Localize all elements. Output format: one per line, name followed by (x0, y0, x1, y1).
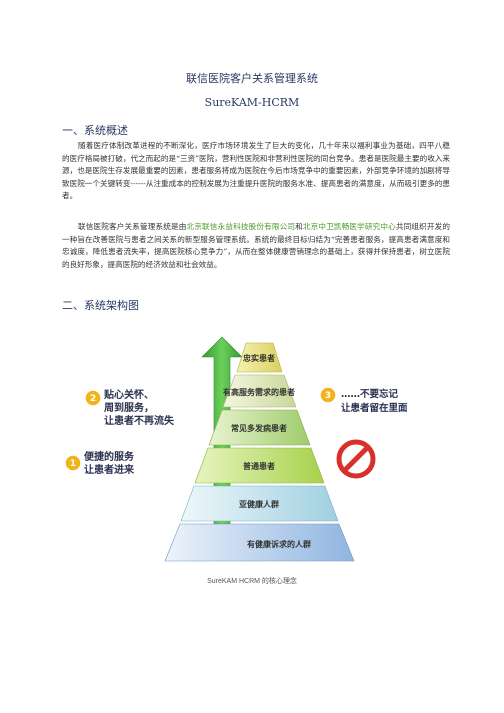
section2-heading: 二、系统架构图 (62, 299, 139, 312)
document-title: 联信医院客户关系管理系统 (186, 72, 318, 85)
svg-text:有健康诉求的人群: 有健康诉求的人群 (247, 539, 311, 549)
pyramid-level-6: 有健康诉求的人群 (164, 523, 355, 562)
svg-text:1: 1 (70, 459, 76, 469)
callout-3: 3 ……不要忘记 让患者留在里面 (319, 386, 408, 414)
prohibit-sign-icon (336, 439, 376, 479)
svg-text:忠实患者: 忠实患者 (243, 353, 275, 363)
callout-2: 2 贴心关怀、 周到服务， 让患者不再流失 (84, 388, 175, 427)
section1-paragraph-1: 随着医疗体制改革进程的不断深化，医疗市场环境发生了巨大的变化，几十年来以福利事业… (62, 141, 450, 201)
svg-text:亚健康人群: 亚健康人群 (239, 499, 279, 509)
document-subtitle: SureKAM-HCRM (204, 96, 300, 109)
svg-text:让患者进来: 让患者进来 (84, 463, 135, 476)
section1-paragraph-2: 联信医院客户关系管理系统是由北京联信永益科技股份有限公司和北京中卫凯畅医学研究中… (62, 221, 450, 271)
pyramid-level-2: 有高服务需求的患者 (222, 374, 297, 408)
para2-mid: 和 (295, 222, 303, 231)
company-link-zhongwei[interactable]: 北京中卫凯畅医学研究中心 (302, 222, 396, 231)
number-badge-icon (319, 386, 337, 404)
section1-heading: 一、系统概述 (62, 124, 128, 137)
svg-text:3: 3 (325, 391, 331, 401)
company-link-linkage[interactable]: 北京联信永益科技股份有限公司 (186, 222, 296, 231)
pyramid-level-3: 常见多发病患者 (208, 409, 311, 446)
svg-text:……不要忘记: ……不要忘记 (341, 388, 399, 400)
para2-suffix: 共同组织开发的一种旨在改善医院与患者之间关系的新型服务管理系统。系统的最终目标归… (62, 222, 451, 269)
svg-text:常见多发病患者: 常见多发病患者 (231, 423, 287, 433)
svg-text:贴心关怀、: 贴心关怀、 (103, 388, 154, 401)
callout-1: 1 便捷的服务 让患者进来 (64, 450, 135, 476)
svg-text:有高服务需求的患者: 有高服务需求的患者 (223, 387, 295, 397)
pyramid-level-4: 普通患者 (194, 447, 325, 484)
figure-caption: SureKAM HCRM 的核心理念 (207, 578, 297, 585)
number-badge-icon (84, 389, 102, 407)
svg-text:让患者不再流失: 让患者不再流失 (104, 414, 175, 427)
svg-text:让患者留在里面: 让患者留在里面 (341, 402, 408, 414)
svg-text:便捷的服务: 便捷的服务 (84, 450, 135, 463)
svg-text:周到服务，: 周到服务， (104, 401, 154, 414)
number-badge-icon (64, 454, 82, 472)
pyramid-level-5: 亚健康人群 (180, 485, 339, 522)
pyramid-level-1: 忠实患者 (236, 342, 283, 373)
para2-prefix: 联信医院客户关系管理系统是由 (78, 222, 187, 231)
svg-text:普通患者: 普通患者 (243, 461, 275, 471)
architecture-figure: 忠实患者 有高服务需求的患者 常见多发病患者 普通患者 亚健康人群 有健康诉求的… (64, 335, 440, 569)
pyramid-diagram: 忠实患者 有高服务需求的患者 常见多发病患者 普通患者 亚健康人群 有健康诉求的… (64, 336, 408, 562)
svg-text:2: 2 (90, 394, 96, 404)
